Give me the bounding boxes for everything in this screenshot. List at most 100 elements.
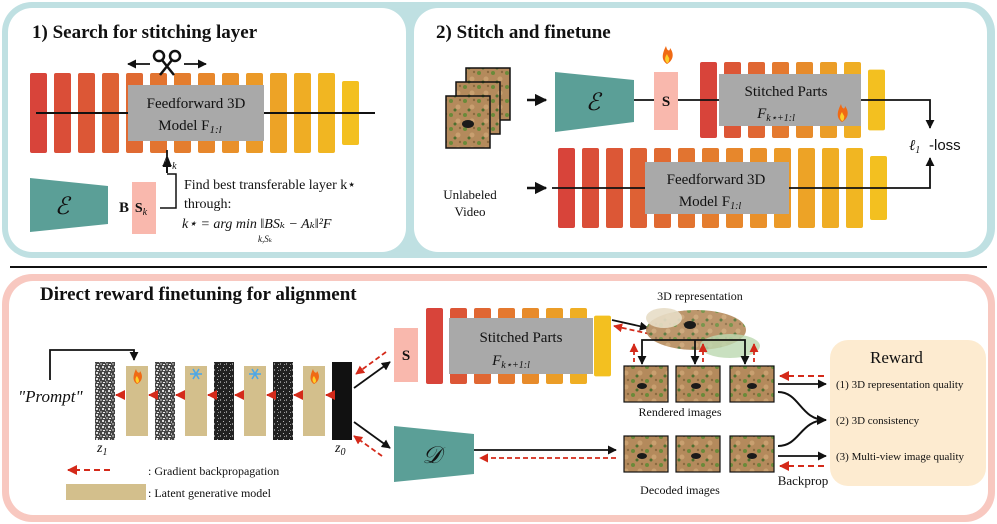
subject-mark [637, 453, 647, 459]
noise-latent [273, 362, 293, 440]
search-title: 1) Search for stitching layer [32, 22, 258, 43]
formula: k⋆ = arg min ‖BSₖ − Aₖ‖²F [182, 217, 332, 232]
prompt-text: "Prompt" [18, 387, 84, 406]
view-image [623, 435, 669, 473]
svg-text:Model F1:l: Model F1:l [679, 194, 742, 212]
video-frames [445, 67, 511, 149]
rep-to-stitched-grad [613, 323, 651, 335]
snowflake-icon [190, 368, 202, 380]
stitched2-label-sub: k⋆+1:l [501, 360, 530, 371]
sk-label: Sk [135, 201, 148, 218]
view-image [623, 365, 669, 403]
decoder-block [394, 426, 474, 482]
z0-to-decoder-arrow [353, 421, 391, 449]
z1-label: z1 [96, 441, 107, 458]
subject-mark [691, 383, 701, 389]
noise-latent [95, 362, 115, 440]
model-label-sub: 1:l [210, 124, 222, 136]
stitch-title: 2) Stitch and finetune [436, 22, 611, 43]
stitched-to-loss-arrow [892, 99, 935, 129]
consistency-arrow-top [777, 391, 827, 425]
s-to-z0-grad [355, 351, 387, 375]
sk-bracket [160, 173, 177, 209]
s-label: S [662, 94, 670, 110]
legend-latent-swatch [66, 484, 146, 500]
rendered-label: Rendered images [639, 405, 722, 419]
flame-icon [837, 104, 848, 122]
find-text-line1: Find best transferable layer k⋆ [184, 178, 356, 193]
rep-to-renders-arrow [641, 339, 750, 365]
z0-to-s-arrow [353, 361, 391, 389]
latent-model-block [303, 366, 325, 436]
layer-bar [594, 315, 611, 377]
consistency-arrow-bottom [777, 419, 827, 447]
model-label-line2: Model F [158, 118, 209, 134]
loss-text: -loss [929, 137, 961, 154]
noise-latent [155, 362, 175, 440]
loss-l1-label: ℓ1 [909, 138, 920, 156]
stitched-to-rep-arrow [611, 319, 649, 331]
flame-icon [133, 369, 142, 384]
rendered-images [623, 365, 775, 403]
backprop-label: Backprop [778, 473, 829, 488]
flame-icon [310, 369, 319, 384]
stitch-layer-s-2 [394, 328, 418, 382]
s-label-2: S [402, 348, 410, 364]
latent-model-block [126, 366, 148, 436]
b-label: B [119, 200, 129, 216]
svg-text:Fk⋆+1:l: Fk⋆+1:l [491, 353, 530, 371]
subject-mark [691, 453, 701, 459]
snowflake-icon [249, 368, 261, 380]
subject-mark [747, 383, 757, 389]
model-to-loss-arrow [892, 157, 935, 189]
reward-title: Direct reward finetuning for alignment [40, 284, 357, 305]
encoder-block [30, 178, 108, 232]
noise-latent [214, 362, 234, 440]
prompt-condition-arrow [49, 349, 139, 380]
reward-item-1: (1) 3D representation quality [836, 379, 964, 391]
noise-latent [332, 362, 352, 440]
stitch-layer-sk [132, 182, 156, 234]
reward-item-2: (2) 3D consistency [836, 415, 920, 427]
encoder-symbol-2: ℰ [586, 90, 603, 116]
flame-icon [662, 46, 673, 64]
subject-mark [747, 453, 757, 459]
formula-subscript: k,Sₖ [258, 234, 273, 244]
feedforward-model-box-2 [645, 162, 789, 214]
reward-box-title: Reward [870, 348, 923, 367]
diffusion-chain [95, 362, 352, 440]
latent-model-block [244, 366, 266, 436]
rep-label: 3D representation [657, 289, 743, 303]
z0-label: z0 [334, 441, 345, 458]
model2-label-line2: Model F [679, 194, 730, 210]
stitched2-label-line1: Stitched Parts [480, 330, 563, 346]
svg-text:Fk⋆+1:l: Fk⋆+1:l [756, 106, 795, 124]
video-label-line1: Unlabeled [443, 187, 497, 202]
encoder-symbol: ℰ [55, 194, 72, 220]
stitched-label-line1: Stitched Parts [745, 84, 828, 100]
svg-text:Model F1:l: Model F1:l [158, 118, 222, 136]
stitched-label-line2: F [756, 106, 767, 122]
stitched-label-sub: k⋆+1:l [766, 113, 795, 124]
decoded-label: Decoded images [640, 483, 720, 497]
scissors-icon [152, 49, 182, 76]
find-text-line2: through: [184, 197, 231, 212]
subject-mark [637, 383, 647, 389]
reward-box [830, 340, 986, 486]
stitched2-label-line2: F [491, 353, 502, 369]
layer-bar [426, 308, 443, 384]
legend-grad-text: : Gradient backpropagation [148, 464, 279, 478]
decoded-images [623, 435, 775, 473]
decoder-to-z0-grad [353, 435, 383, 457]
encoder-block-2 [555, 72, 634, 132]
latent-model-block [185, 366, 207, 436]
model2-label-line1: Feedforward 3D [667, 172, 766, 188]
stitched-parts-box [719, 74, 861, 126]
model2-label-sub: 1:l [730, 201, 741, 212]
reward-item-3: (3) Multi-view image quality [836, 451, 964, 463]
stitch-layer-s [654, 72, 678, 130]
feedforward-model-box [128, 85, 264, 141]
video-label-line2: Video [455, 204, 486, 219]
model-label-line1: Feedforward 3D [147, 96, 246, 112]
